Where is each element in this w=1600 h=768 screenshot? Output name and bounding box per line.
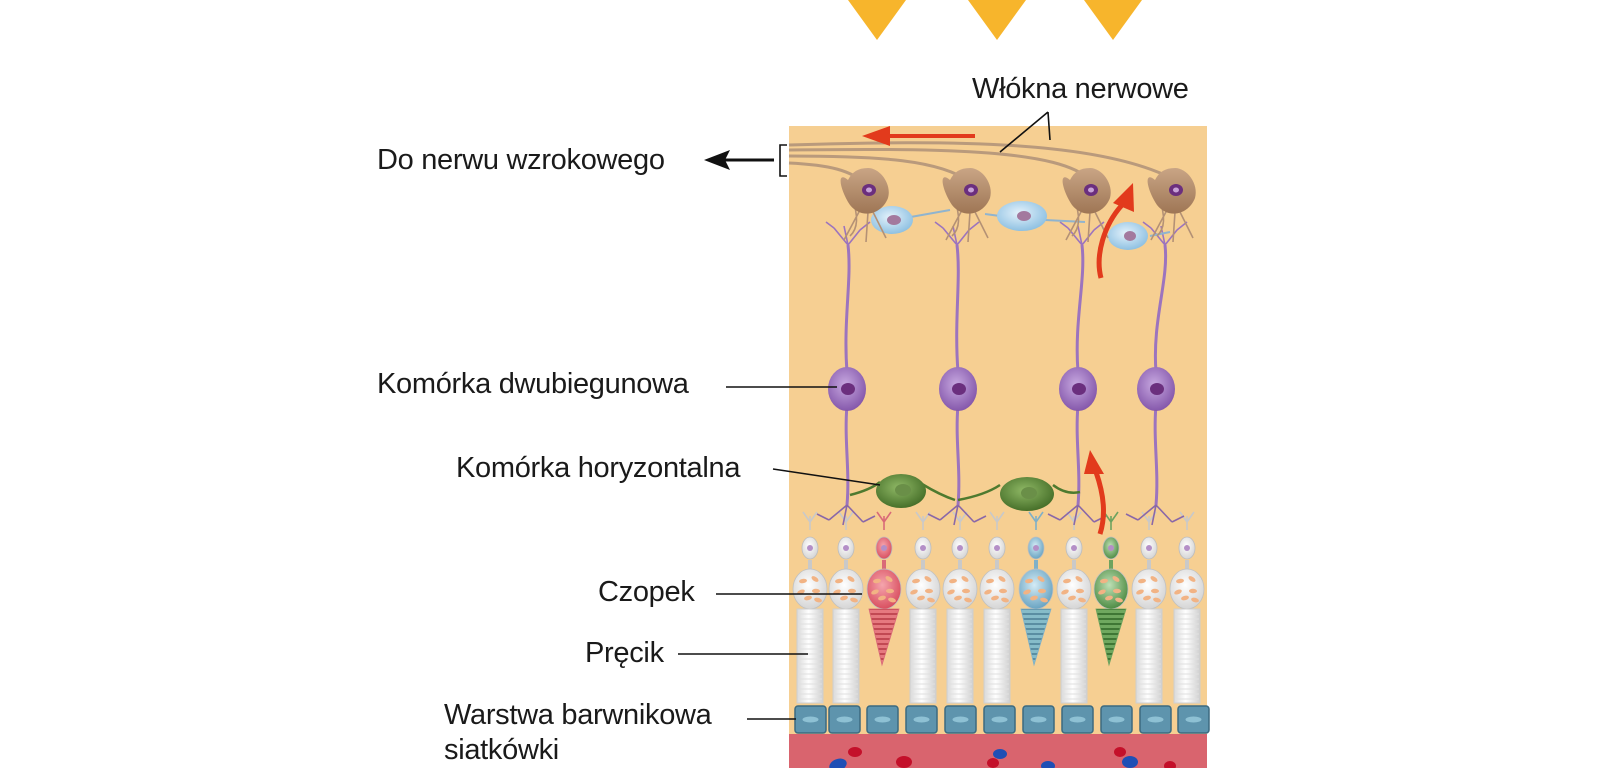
label-rod: Pręcik — [585, 637, 664, 669]
ganglion-cell — [942, 168, 991, 243]
label-pigment-layer: Warstwa barwnikowa siatkówki — [444, 698, 712, 768]
label-nerve-fibers: Włókna nerwowe — [972, 73, 1189, 105]
horizontal-cell-layer — [849, 474, 1081, 511]
label-pigment-line1: Warstwa barwnikowa — [444, 699, 712, 731]
ganglion-cell — [1062, 168, 1111, 243]
light-triangle-icon — [968, 0, 1026, 40]
label-horizontal-cell: Komórka horyzontalna — [456, 452, 741, 484]
signal-arrow-up-icon — [1084, 450, 1106, 535]
signal-arrows — [862, 126, 1134, 535]
cone-cell-blue — [1018, 511, 1054, 667]
light-rays-icon — [848, 0, 1142, 40]
cone-cell-red — [866, 511, 902, 667]
light-triangle-icon — [848, 0, 906, 40]
ganglion-cell — [1147, 168, 1196, 243]
leader-nerve-fibers — [999, 111, 1051, 153]
rod-cell — [1131, 511, 1167, 704]
leader-horizontal — [772, 468, 881, 486]
photoreceptor-layer — [792, 511, 1205, 704]
ganglion-layer — [840, 168, 1196, 243]
label-bipolar-cell: Komórka dwubiegunowa — [377, 368, 689, 400]
light-triangle-icon — [1084, 0, 1142, 40]
rod-cell — [1169, 511, 1205, 704]
blood-cells — [829, 747, 1176, 768]
rod-cell — [828, 511, 864, 704]
rod-cell — [792, 511, 828, 704]
ganglion-cell — [840, 168, 889, 243]
cone-cell-green — [1093, 511, 1129, 667]
bipolar-cell — [816, 221, 876, 526]
amacrine-layer — [871, 201, 1171, 250]
signal-arrow-left-icon — [862, 126, 975, 146]
bipolar-layer — [816, 221, 1188, 526]
leader-lines — [678, 111, 1051, 720]
label-pigment-line2: siatkówki — [444, 734, 559, 766]
rod-cell — [905, 511, 941, 704]
rod-cell — [979, 511, 1015, 704]
optic-nerve-arrow-icon — [704, 150, 774, 170]
bipolar-cell — [927, 221, 987, 526]
rod-cell — [942, 511, 978, 704]
bipolar-cell — [1125, 221, 1188, 526]
bipolar-cell — [1047, 221, 1107, 526]
leader-optic-bracket — [779, 144, 787, 177]
label-optic-nerve: Do nerwu wzrokowego — [377, 144, 665, 176]
pigment-epithelium — [794, 705, 1210, 734]
signal-arrow-up-icon — [1096, 183, 1134, 279]
rod-cell — [1056, 511, 1092, 704]
label-cone: Czopek — [598, 576, 695, 608]
